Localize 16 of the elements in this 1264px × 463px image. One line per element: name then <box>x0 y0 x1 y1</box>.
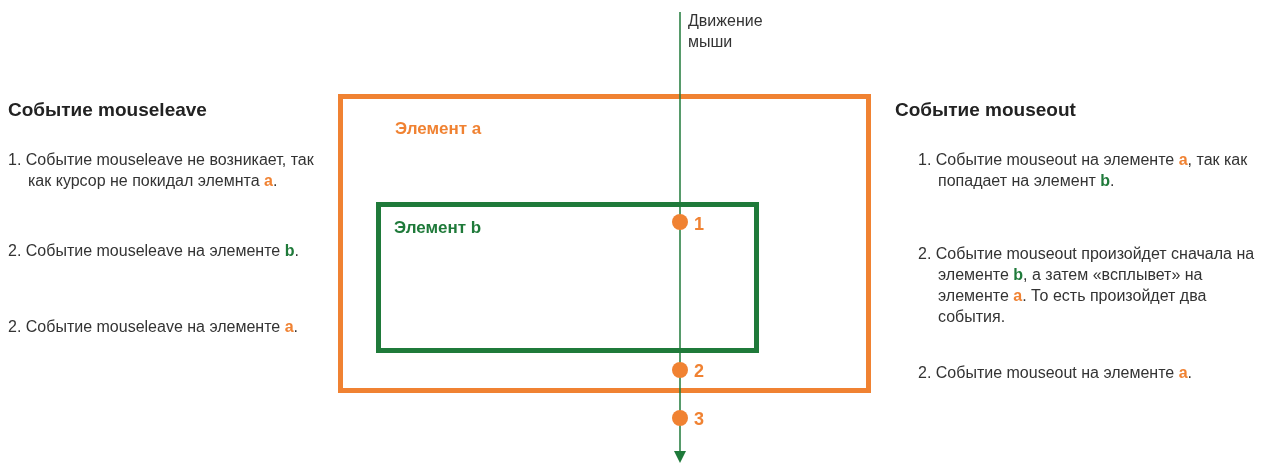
list-item: 1. Событие mouseout на элементе a, так как попадает на элемент b. <box>918 150 1249 191</box>
element-box <box>338 94 871 393</box>
element-title: Элемент a <box>395 118 482 140</box>
element-title: Элемент b <box>394 217 482 239</box>
section-heading: Событие mouseleave <box>8 98 208 122</box>
list-item: 2. Событие mouseout на элементе a. <box>918 363 1194 383</box>
list-item: 2. Событие mouseout произойдет сначала на элементе b, а затем «всплывет» на элементе a. То есть произойдет два события. <box>918 244 1256 327</box>
list-item: 1. Событие mouseleave не возникает, так как курсор не покидал элемнта a. <box>8 150 315 191</box>
list-item: 2. Событие mouseleave на элементе b. <box>8 241 300 261</box>
section-heading: Событие mouseout <box>895 98 1077 122</box>
callout-number: 3 <box>694 408 704 431</box>
element-box <box>376 202 759 353</box>
list-item: 2. Событие mouseleave на элементе a. <box>8 317 300 337</box>
callout-number: 2 <box>694 360 704 383</box>
arrow-caption: Движение мыши <box>688 11 764 52</box>
callout-number: 1 <box>694 213 704 236</box>
